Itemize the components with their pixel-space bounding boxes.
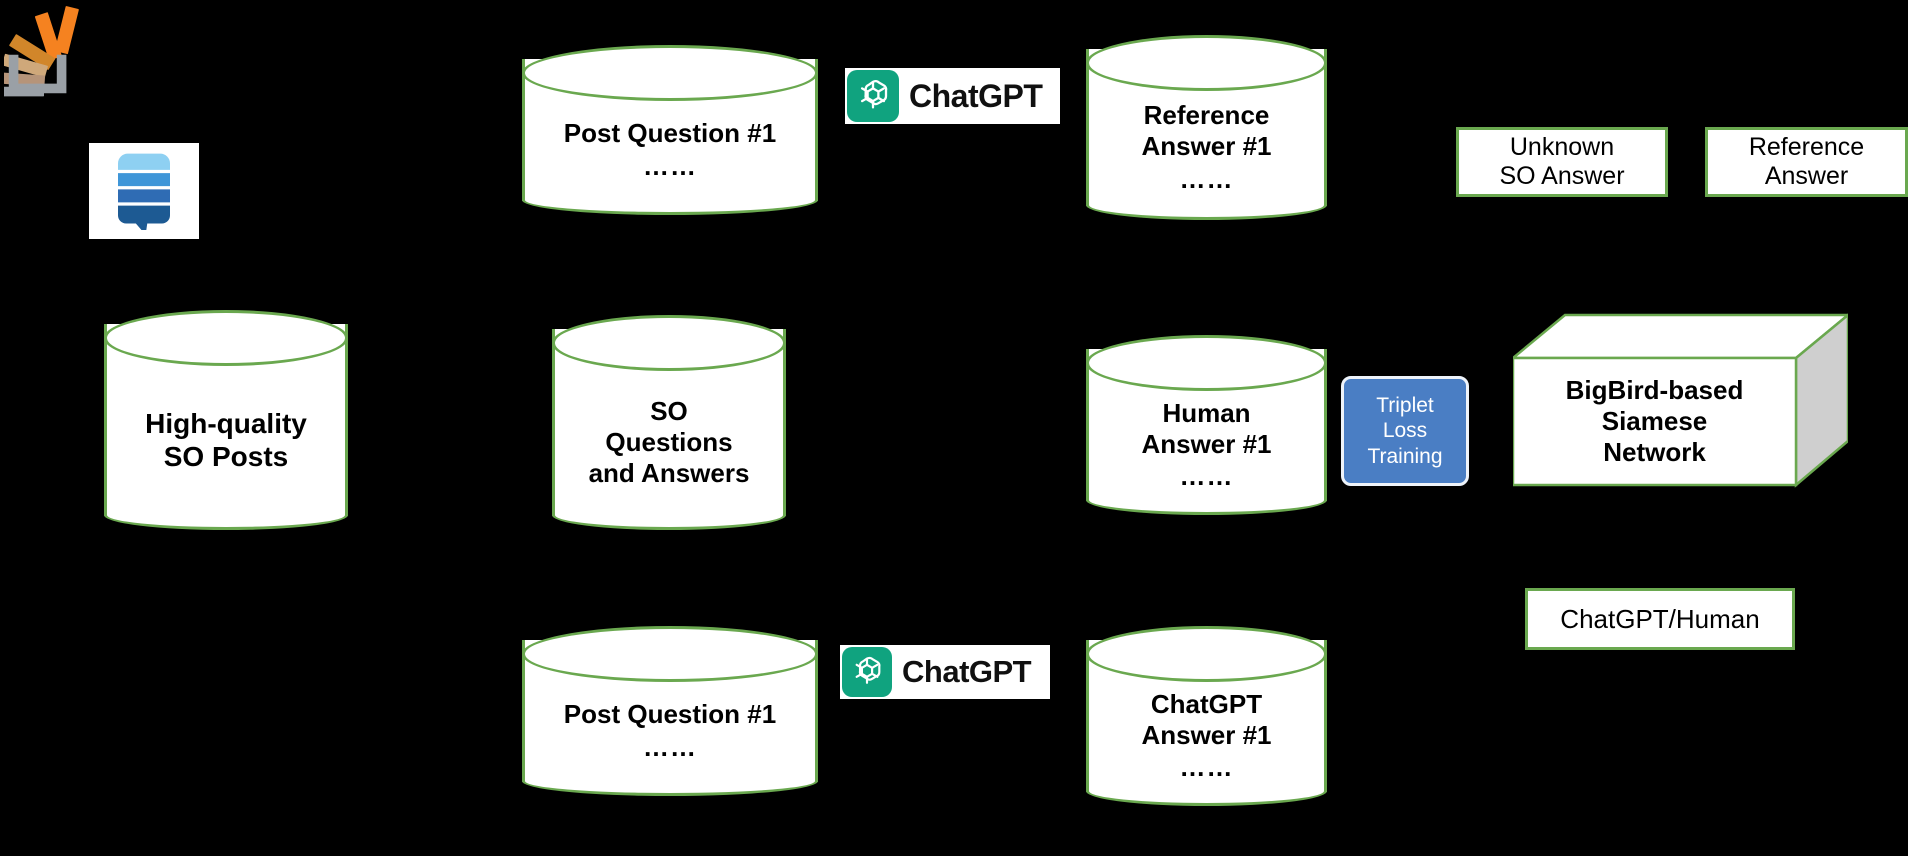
- cylinder-human-answer: Human Answer #1 ……: [1086, 335, 1327, 515]
- box-line: ChatGPT/Human: [1560, 603, 1760, 634]
- box-line: Unknown: [1509, 132, 1615, 161]
- triplet-loss-training-node: Triplet Loss Training: [1341, 376, 1469, 486]
- chatgpt-logo-icon: [842, 647, 892, 697]
- cylinder-high-quality-so-posts: High-quality SO Posts: [104, 310, 348, 530]
- cylinder-bottom-mask: [107, 497, 345, 515]
- cube-label-line: Network: [1603, 437, 1706, 468]
- cube-3d-shape: [1513, 313, 1848, 488]
- triplet-loss-line: Triplet: [1376, 393, 1434, 417]
- chatgpt-badge-label: ChatGPT: [902, 654, 1032, 689]
- cylinder-top: [1086, 35, 1327, 91]
- cylinder-bottom-mask: [525, 763, 815, 781]
- cylinder-so-questions-and-answers: SO Questions and Answers: [552, 315, 786, 530]
- chatgpt-logo-icon: [847, 70, 899, 122]
- box-line: Reference: [1748, 132, 1865, 161]
- chatgpt-badge-label: ChatGPT: [909, 77, 1043, 114]
- cylinder-top: [1086, 335, 1327, 391]
- bigbird-siamese-network-node: BigBird-based Siamese Network: [1513, 313, 1848, 488]
- cylinder-bottom-mask: [1089, 482, 1324, 500]
- cube-label-line: BigBird-based: [1565, 374, 1744, 405]
- box-chatgpt-human: ChatGPT/Human: [1525, 588, 1795, 650]
- triplet-loss-line: Loss: [1382, 419, 1428, 443]
- cylinder-bottom-mask: [1089, 773, 1324, 791]
- cylinder-top: [552, 315, 786, 371]
- box-line: SO Answer: [1499, 162, 1625, 190]
- box-reference-answer: Reference Answer: [1705, 127, 1908, 197]
- cylinder-top: [104, 310, 348, 366]
- cylinder-bottom-mask: [525, 182, 815, 200]
- box-unknown-so-answer: Unknown SO Answer: [1456, 127, 1668, 197]
- box-line: Answer: [1764, 162, 1849, 190]
- cube-label-line: Siamese: [1601, 405, 1708, 436]
- cylinder-post-question-bottom: Post Question #1 ……: [522, 626, 818, 796]
- stack-exchange-icon: [1, 2, 100, 98]
- cube-front-label: BigBird-based Siamese Network: [1513, 358, 1796, 485]
- cylinder-post-question-top: Post Question #1 ……: [522, 45, 818, 215]
- cylinder-bottom-mask: [1089, 187, 1324, 205]
- chatgpt-badge-bottom: ChatGPT: [840, 645, 1050, 699]
- triplet-loss-line: Training: [1367, 444, 1443, 468]
- cylinder-bottom-mask: [555, 497, 783, 515]
- cylinder-chatgpt-answer: ChatGPT Answer #1 ……: [1086, 626, 1327, 806]
- cylinder-top: [522, 45, 818, 101]
- stack-overflow-chat-icon: [89, 143, 199, 239]
- chatgpt-badge-top: ChatGPT: [845, 68, 1060, 124]
- cylinder-reference-answer: Reference Answer #1 ……: [1086, 35, 1327, 220]
- cylinder-top: [1086, 626, 1327, 682]
- cylinder-top: [522, 626, 818, 682]
